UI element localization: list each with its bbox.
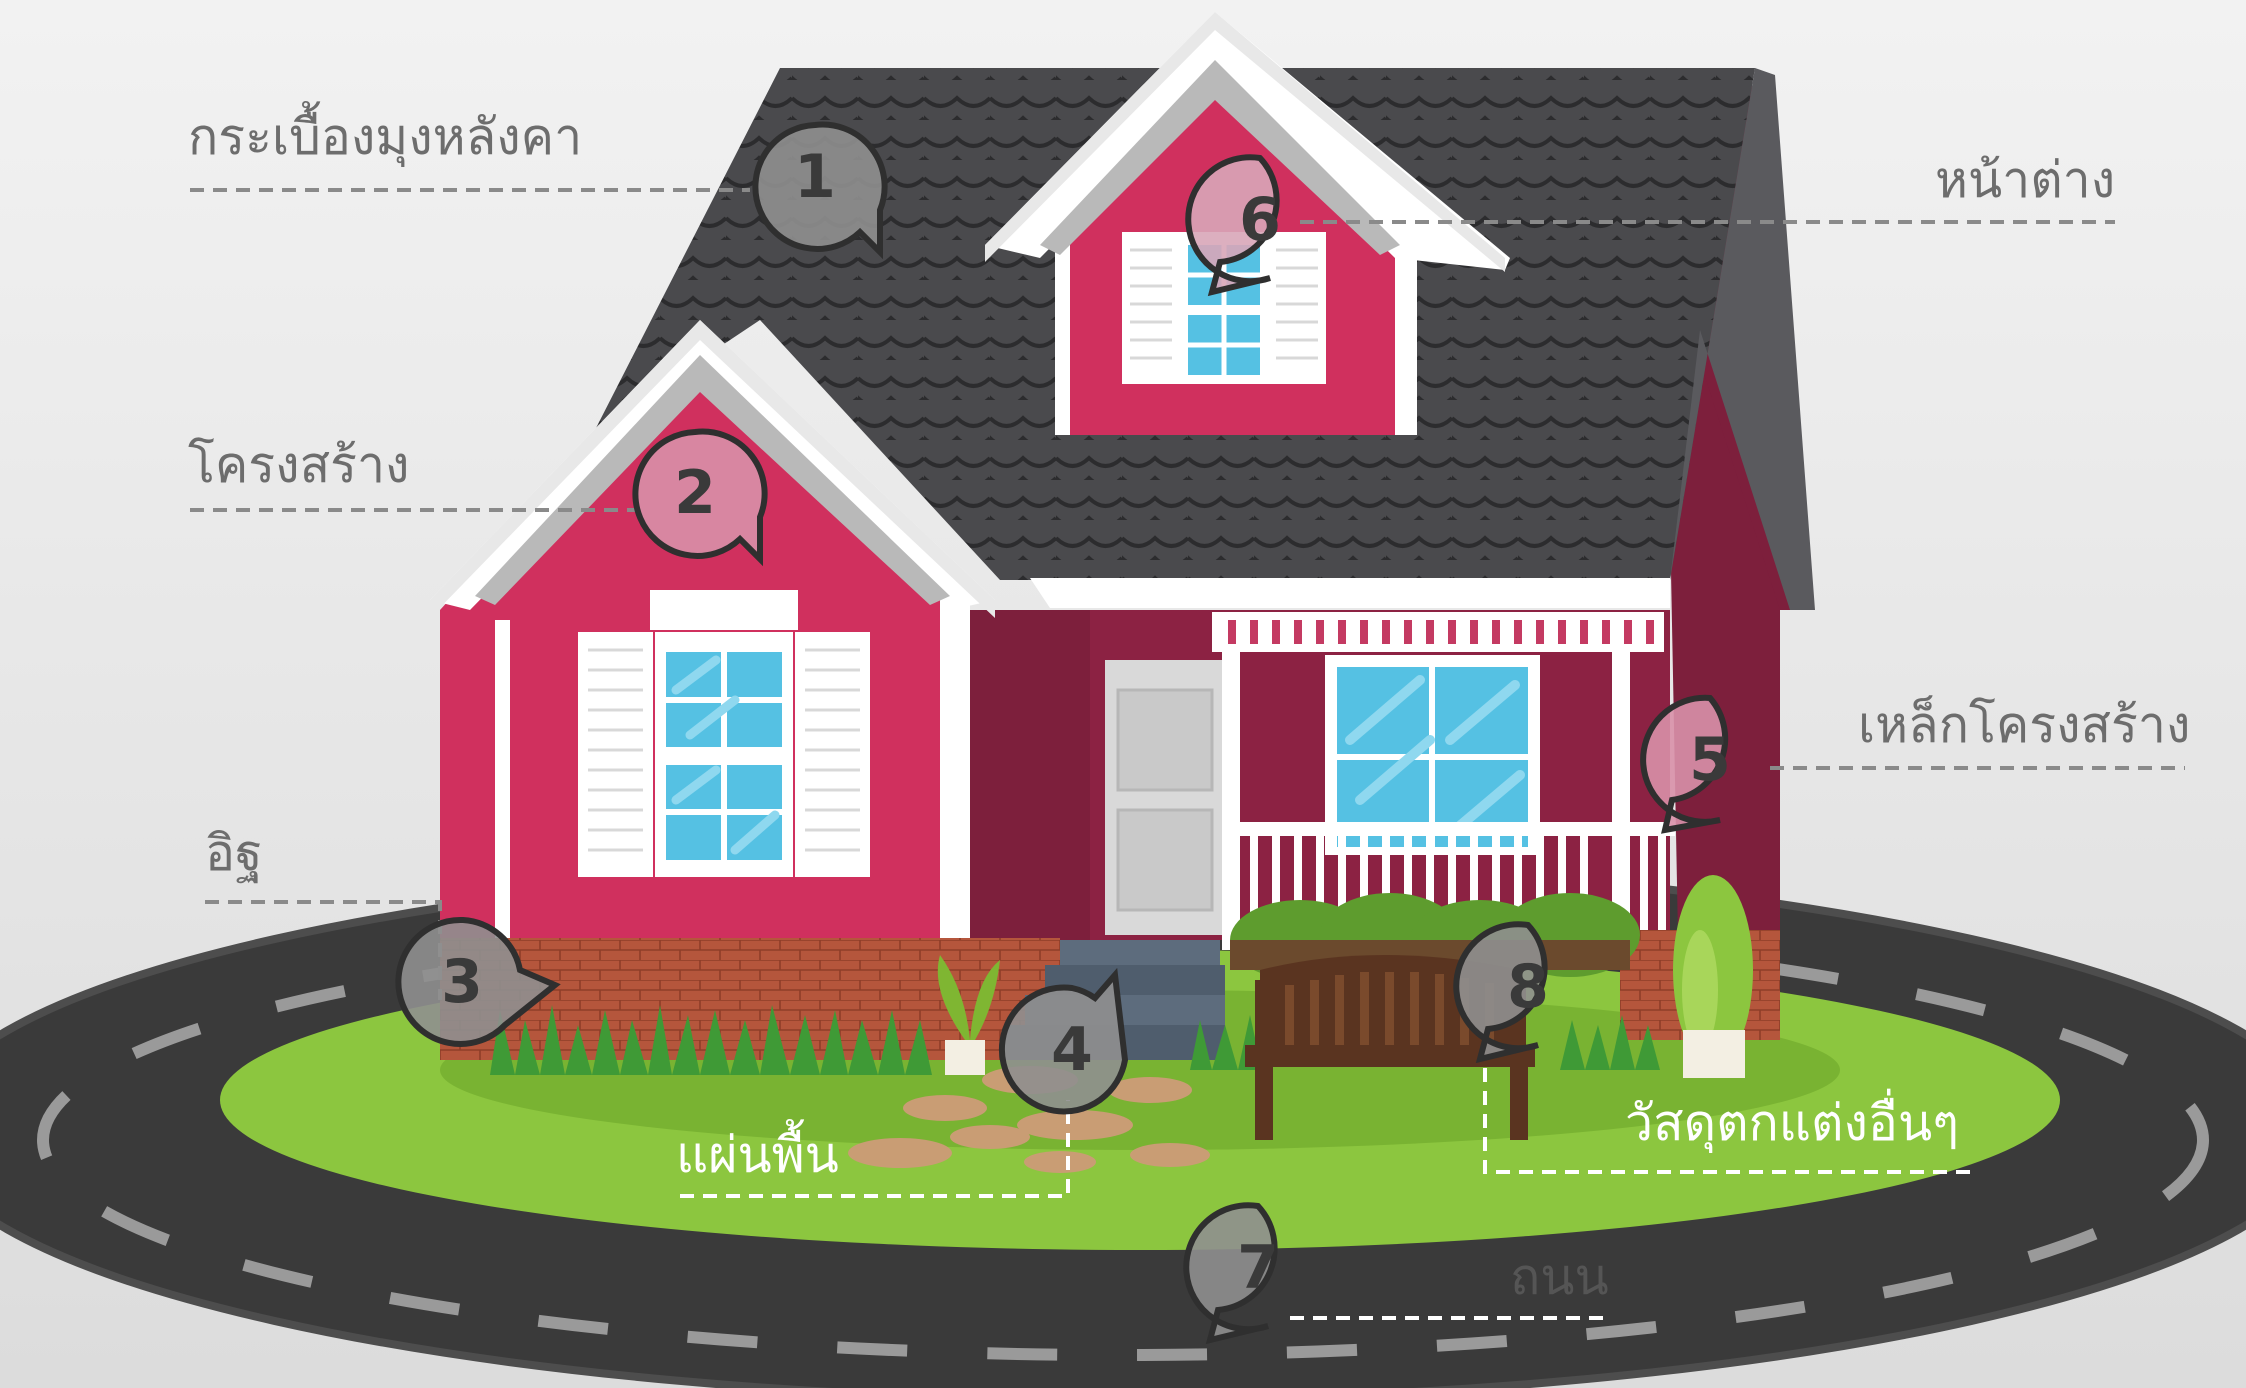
label-brick: อิฐ [205,828,263,878]
badge-5-number: 5 [1689,725,1731,795]
badge-8-number: 8 [1507,952,1549,1022]
porch-wall-left [970,610,1090,940]
potted-tree-right [1673,875,1753,1078]
badge-7-number: 7 [1237,1233,1279,1303]
badge-2-number: 2 [674,458,716,528]
front-window [578,590,870,877]
label-structural-steel: เหล็กโครงสร้าง [1858,700,2190,750]
badge-1-number: 1 [794,142,836,212]
badge-4-number: 4 [1051,1015,1093,1085]
badge-3-number: 3 [441,947,483,1017]
roof-fascia [1030,578,1670,608]
label-structure: โครงสร้าง [188,440,409,490]
front-door[interactable] [1105,660,1225,935]
label-road: ถนน [1510,1252,1609,1302]
label-window: หน้าต่าง [1935,155,2115,205]
label-floor-tiles: แผ่นพื้น [676,1130,839,1180]
badge-6-number: 6 [1239,185,1281,255]
badge-1: 1 [755,125,884,252]
badge-2: 2 [635,432,764,559]
label-roof-tiles: กระเบื้องมุงหลังคา [188,112,582,162]
label-other-decor: วัสดุตกแต่งอื่นๆ [1625,1098,1959,1148]
